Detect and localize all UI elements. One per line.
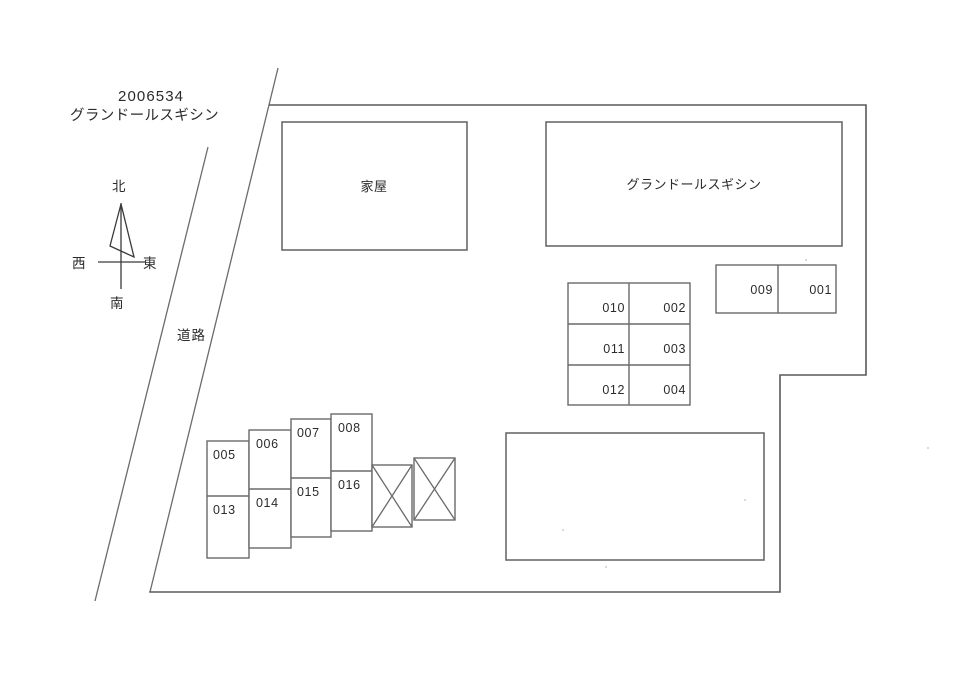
crossed-stall-1-cross-line-b: [371, 464, 413, 528]
crossed-stall-1: [371, 464, 413, 528]
compass-north-label: 北: [112, 179, 126, 194]
stall-001-label[interactable]: 001: [809, 283, 832, 297]
crossed-stall-2-cross-line-b: [413, 457, 456, 521]
property-name-title: グランドールスギシン: [70, 107, 219, 124]
road-label: 道路: [177, 328, 206, 343]
building-main-apartment-label: グランドールスギシン: [626, 177, 761, 192]
scan-speck: [605, 566, 607, 568]
parking-column-1: 005 013: [206, 440, 250, 559]
parking-cluster-southwest: 005 013 006 014 007 015 008: [206, 413, 456, 559]
parking-column-3: 007 015: [290, 418, 332, 538]
road-area: 道路: [94, 67, 279, 602]
property-boundary: [149, 104, 867, 593]
compass-south-label: 南: [110, 296, 124, 311]
stall-012-label[interactable]: 012: [602, 383, 625, 397]
compass-needle-icon: [109, 203, 135, 259]
stall-006-label[interactable]: 006: [256, 437, 279, 451]
scan-speck: [744, 499, 746, 501]
building-main-apartment-outline: [545, 121, 843, 247]
stall-003-label[interactable]: 003: [663, 342, 686, 356]
scan-artifacts: [562, 259, 929, 568]
parking-grid-center: 010 002 011 003 012 004: [567, 282, 691, 406]
building-house: 家屋: [281, 121, 468, 251]
stall-005-label[interactable]: 005: [213, 448, 236, 462]
compass-rose: 北 南 東 西: [72, 179, 157, 311]
crossed-stall-2: [413, 457, 456, 521]
stall-015-label[interactable]: 015: [297, 485, 320, 499]
road-inner-edge: [149, 67, 279, 593]
scan-speck: [562, 529, 564, 531]
stall-010-label[interactable]: 010: [602, 301, 625, 315]
stall-004-label[interactable]: 004: [663, 383, 686, 397]
property-code: 2006534: [118, 88, 184, 105]
parking-block-northeast-outline: [715, 264, 837, 314]
parking-block-northeast: 009 001: [715, 264, 837, 314]
stall-009-label[interactable]: 009: [750, 283, 773, 297]
scan-speck: [805, 259, 807, 261]
parking-column-4: 008 016: [330, 413, 373, 532]
stall-007-label[interactable]: 007: [297, 426, 320, 440]
stall-014-label[interactable]: 014: [256, 496, 279, 510]
building-house-outline: [281, 121, 468, 251]
building-main-apartment: グランドールスギシン: [545, 121, 843, 247]
building-house-label: 家屋: [360, 179, 387, 194]
stall-016-label[interactable]: 016: [338, 478, 361, 492]
road-outer-edge: [94, 146, 209, 602]
parking-column-1-outline: [206, 440, 250, 559]
compass-west-label: 西: [72, 256, 86, 271]
building-south-structure-outline: [505, 432, 765, 561]
scan-speck: [927, 447, 929, 449]
stall-002-label[interactable]: 002: [663, 301, 686, 315]
compass-east-label: 東: [143, 256, 157, 271]
stall-013-label[interactable]: 013: [213, 503, 236, 517]
parking-column-2: 006 014: [248, 429, 292, 549]
stall-008-label[interactable]: 008: [338, 421, 361, 435]
stall-011-label[interactable]: 011: [603, 342, 625, 356]
